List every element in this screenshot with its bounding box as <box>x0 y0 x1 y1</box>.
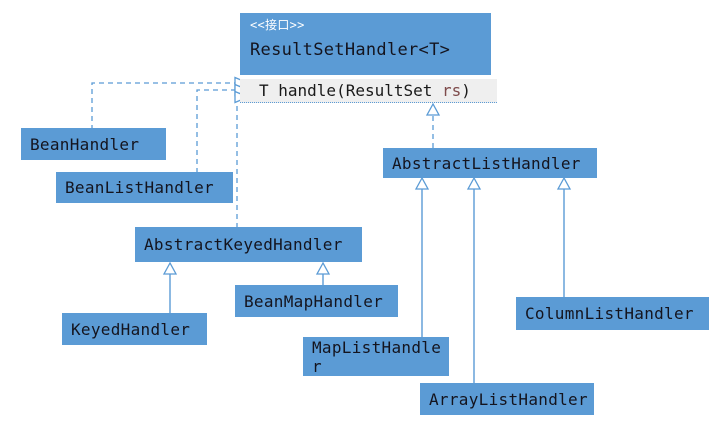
method-param-rs: rs <box>442 81 462 100</box>
generalization-edges <box>169 189 565 384</box>
realization-edge-beanlisthandler <box>196 89 235 173</box>
class-box-keyedhandler: KeyedHandler <box>62 313 207 345</box>
method-signature-suffix: ) <box>461 81 471 100</box>
arrowhead-columnlisthandler <box>556 176 572 190</box>
class-box-columnlisthandler: ColumnListHandler <box>516 297 709 330</box>
interface-box-resultsethandler: <<接口>> ResultSetHandler<T> <box>240 13 491 75</box>
class-label: AbstractListHandler <box>392 153 581 173</box>
interface-method-row: T handle(ResultSet rs) <box>240 79 497 103</box>
class-label: KeyedHandler <box>71 319 191 339</box>
class-label: BeanHandler <box>30 134 140 154</box>
class-label: ColumnListHandler <box>525 304 694 323</box>
class-label: BeanMapHandler <box>244 291 384 311</box>
class-label: AbstractKeyedHandler <box>144 235 343 254</box>
arrowhead-maplisthandler <box>414 176 430 190</box>
class-box-beanhandler: BeanHandler <box>21 128 166 160</box>
realization-edge-beanhandler <box>91 82 235 130</box>
method-signature-prefix: T handle(ResultSet <box>259 81 443 100</box>
class-box-beanmaphandler: BeanMapHandler <box>235 285 398 317</box>
interface-name: ResultSetHandler<T> <box>250 40 451 60</box>
class-box-abstractkeyedhandler: AbstractKeyedHandler <box>135 227 362 262</box>
interface-stereotype: <<接口>> <box>250 18 305 32</box>
arrowhead-abstractlisthandler <box>425 102 441 116</box>
class-label: MapListHandle r <box>312 338 442 376</box>
class-label: ArrayListHandler <box>429 389 588 409</box>
arrowhead-keyedhandler <box>162 261 178 275</box>
class-box-arraylisthandler: ArrayListHandler <box>420 383 594 415</box>
arrowhead-beanmaphandler <box>315 261 331 275</box>
class-box-abstractlisthandler: AbstractListHandler <box>383 148 597 178</box>
realization-edge-abstractkeyedhandler <box>235 97 238 228</box>
class-box-maplisthandler: MapListHandle r <box>303 337 449 376</box>
class-label: BeanListHandler <box>65 178 214 197</box>
class-box-beanlisthandler: BeanListHandler <box>56 172 233 203</box>
arrowhead-arraylisthandler <box>466 176 482 190</box>
